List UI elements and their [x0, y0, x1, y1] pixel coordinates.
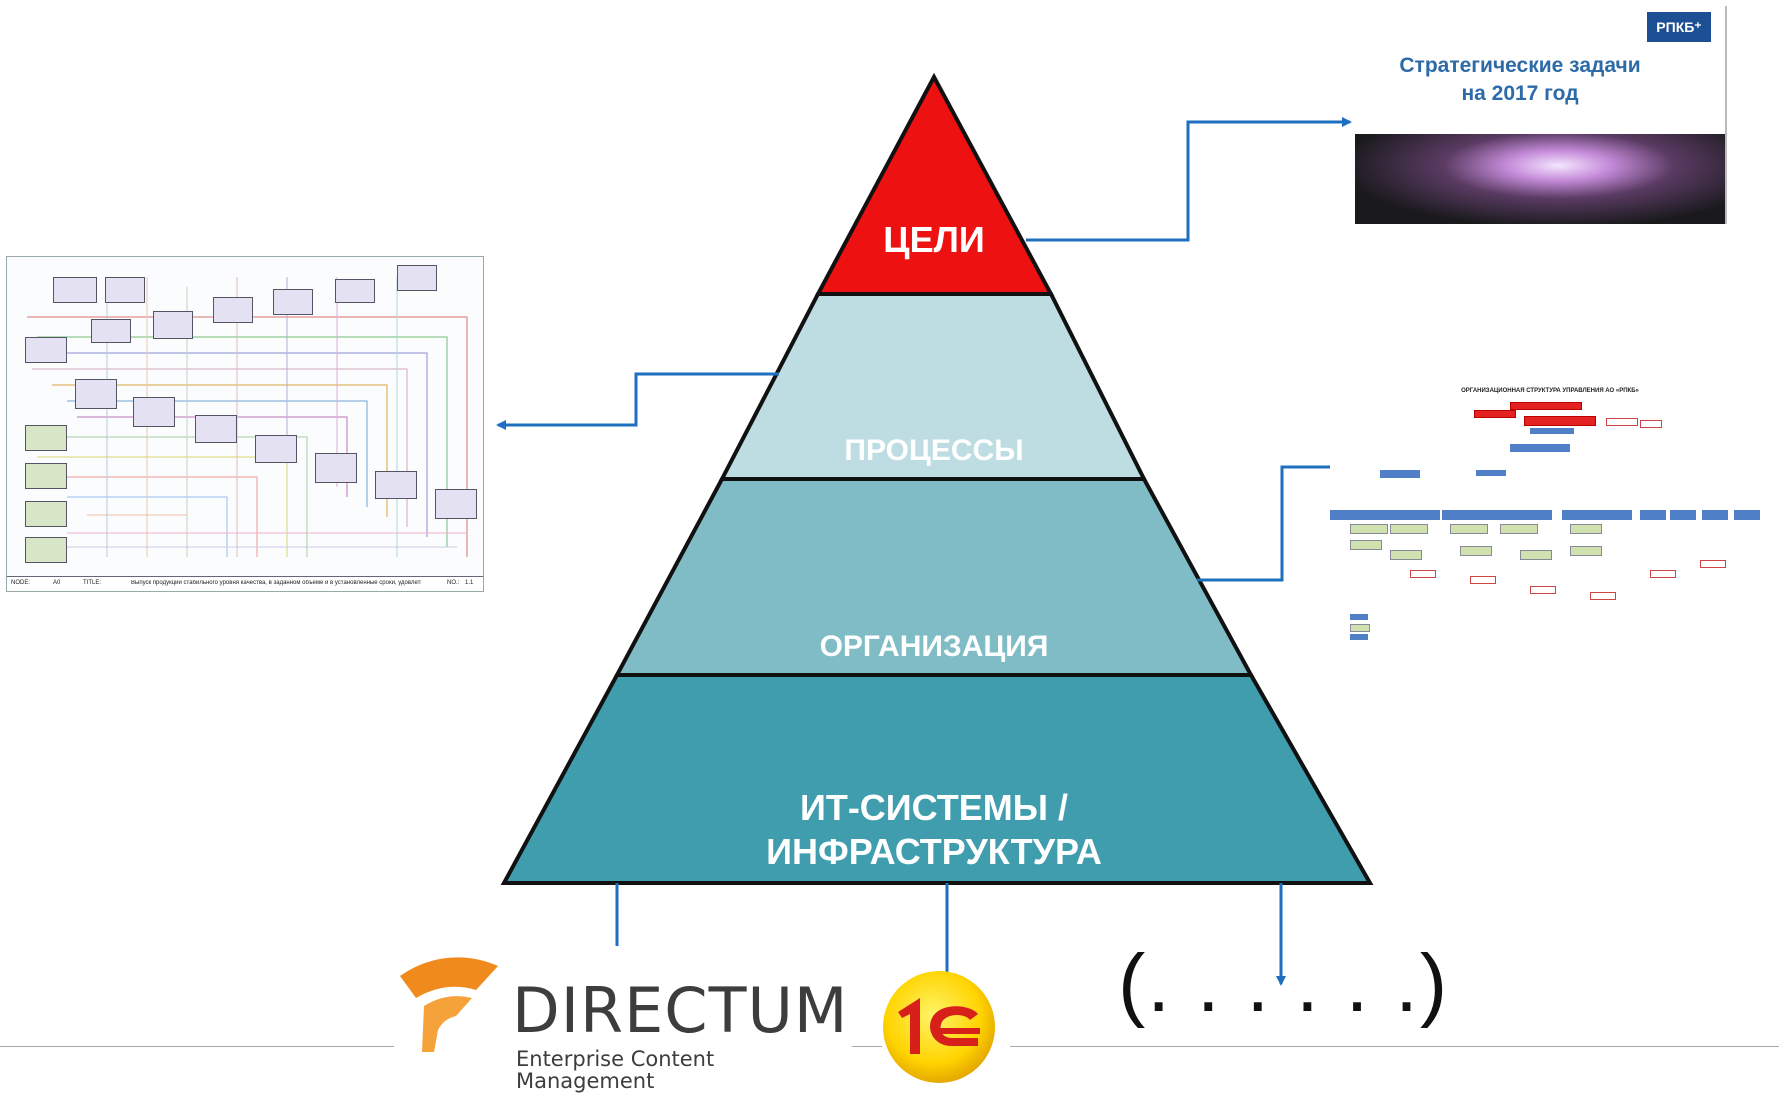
arrow-processes-to-diagram [496, 372, 779, 430]
bottom-divider-middle [852, 1046, 882, 1047]
org-chart-title: ОРГАНИЗАЦИОННАЯ СТРУКТУРА УПРАВЛЕНИЯ АО … [1461, 388, 1639, 394]
tier-it-systems-label-1: ИТ-СИСТЕМЫ / [799, 787, 1069, 828]
directum-wordmark: DIRECTUM [512, 974, 849, 1047]
process-diagram-thumbnail[interactable]: NODE: A0 TITLE: Выпуск продукции стабиль… [6, 256, 484, 592]
org-chart-thumbnail[interactable]: ОРГАНИЗАЦИОННАЯ СТРУКТУРА УПРАВЛЕНИЯ АО … [1330, 380, 1770, 650]
tier-it-systems-label-2: ИНФРАСТРУКТУРА [766, 831, 1102, 872]
1c-logo[interactable] [880, 968, 998, 1086]
footer-no-value: 1.1 [465, 580, 474, 586]
footer-node-label: NODE: [11, 580, 31, 586]
tier-goals-label: ЦЕЛИ [883, 219, 985, 260]
tier-organization-label: ОРГАНИЗАЦИЯ [819, 630, 1049, 663]
other-systems-placeholder: (. . . . . .) [1118, 938, 1450, 1029]
tier-goals[interactable] [814, 72, 1055, 296]
fiber-optic-image [1355, 134, 1725, 224]
directum-emblem-icon [400, 957, 498, 1052]
arrow-goals-to-strategy [1026, 117, 1352, 242]
process-diagram-footer: NODE: A0 TITLE: Выпуск продукции стабиль… [7, 576, 483, 591]
footer-no-label: NO.: [447, 580, 460, 586]
strategy-slide-thumbnail[interactable]: РПКБ⁺ Стратегические задачи на 2017 год [1355, 6, 1727, 224]
footer-title: Выпуск продукции стабильного уровня каче… [131, 580, 421, 586]
tier-processes-label: ПРОЦЕССЫ [844, 434, 1024, 467]
directum-tagline: Enterprise Content Management [516, 1047, 715, 1093]
arrow-organization-to-orgchart [1197, 462, 1368, 582]
footer-title-label: TITLE: [83, 580, 102, 586]
strategy-title-line1: Стратегические задачи [1399, 54, 1641, 77]
directum-logo[interactable]: DIRECTUM Enterprise Content Management [394, 946, 847, 1092]
footer-node-value: A0 [53, 580, 61, 586]
tier-it-systems[interactable] [500, 673, 1374, 885]
rpkb-logo: РПКБ⁺ [1647, 12, 1711, 42]
1c-emblem-icon [883, 971, 995, 1083]
bottom-divider-left [0, 1046, 400, 1047]
strategy-title-line2: на 2017 год [1461, 82, 1579, 105]
bottom-divider-right [1010, 1046, 1779, 1047]
